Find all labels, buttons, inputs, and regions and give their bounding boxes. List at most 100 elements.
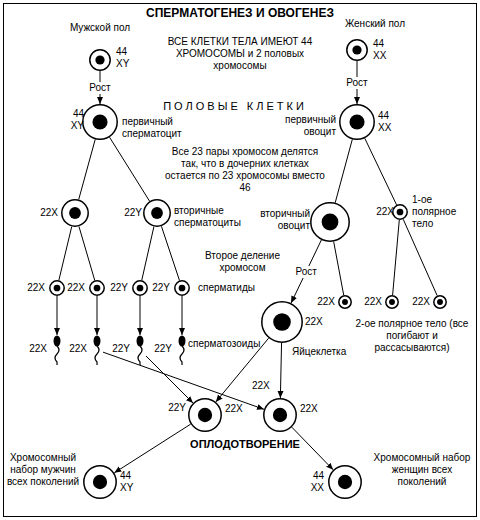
cell-membrane — [393, 205, 407, 219]
cell-outline — [89, 280, 105, 296]
cell-circle: 22Y — [174, 280, 190, 296]
cell-label: 22Y — [148, 343, 172, 355]
cell-label: Мужской пол — [60, 22, 140, 34]
cell-membrane — [347, 40, 367, 60]
connector-line — [393, 220, 400, 295]
connector-line — [280, 343, 281, 398]
cell-membrane — [144, 200, 170, 226]
cell-nucleus — [179, 285, 186, 292]
sperm-cell: 22X — [51, 335, 63, 365]
connector-line — [161, 226, 179, 280]
connector-line — [114, 424, 190, 473]
connector-line — [59, 227, 72, 281]
cell-label: Женский пол — [330, 18, 420, 30]
cell-label: 44 XY — [62, 108, 84, 132]
cell-membrane — [84, 466, 116, 498]
cell-outline — [188, 398, 222, 432]
cell-label: 22X — [36, 207, 58, 219]
cell-outline — [82, 104, 118, 140]
cell-circle: 22X — [433, 295, 447, 309]
cell-label: 44 XX — [378, 110, 402, 134]
cell-circle: 22XЯйцеклетка — [261, 301, 303, 343]
sperm-head — [179, 336, 186, 347]
cell-label: 22X — [63, 343, 87, 355]
sperm-cell: 22X — [91, 335, 103, 365]
connector-line — [57, 296, 58, 335]
note-label: Все 23 пары хромосом делятся так, что в … — [165, 146, 325, 194]
cell-nucleus — [322, 214, 339, 231]
cell-nucleus — [389, 299, 395, 305]
cell-label: 22X — [225, 403, 249, 415]
cell-label: 22X — [23, 343, 47, 355]
sperm-tail — [95, 346, 99, 365]
cell-circle: 22Yвторичные сперматоциты — [143, 199, 171, 227]
cell-outline — [310, 202, 350, 242]
cell-nucleus — [437, 299, 443, 305]
cell-label: 22X — [305, 316, 329, 328]
connector-line — [110, 137, 150, 201]
page-frame — [4, 4, 477, 517]
cell-outline — [174, 280, 190, 296]
cell-outline — [385, 295, 399, 309]
note-label: Второе деление хромосом — [195, 250, 290, 274]
cell-nucleus — [273, 408, 287, 422]
cell-outline — [49, 280, 65, 296]
sperm-outline — [51, 335, 63, 365]
cell-circle: 22X — [61, 199, 89, 227]
diagram-title: СПЕРМАТОГЕНЕЗ И ОВОГЕНЕЗ — [90, 6, 390, 20]
connector-line — [142, 227, 154, 281]
cell-membrane — [311, 203, 349, 241]
sperm-tail — [180, 346, 184, 365]
cell-membrane — [264, 399, 296, 431]
cell-circle: Хромосомный набор мужчин всех поколений4… — [83, 465, 117, 499]
cell-label: 22X — [300, 403, 324, 415]
edge-label: Рост — [87, 82, 112, 94]
sperm-head — [137, 336, 144, 347]
sperm-head — [94, 336, 101, 347]
sperm-outline — [91, 335, 103, 365]
cell-circle: 22X — [89, 280, 105, 296]
cell-outline — [263, 398, 297, 432]
note-label: ПОЛОВЫЕ КЛЕТКИ — [145, 100, 325, 113]
cell-label: 22X — [61, 282, 85, 294]
sperm-tail — [138, 346, 142, 365]
cell-circle: 22X — [49, 280, 65, 296]
cell-outline — [433, 295, 447, 309]
connector-line — [403, 219, 437, 295]
cell-circle: 22X — [338, 295, 352, 309]
cell-outline — [346, 39, 368, 61]
connector-line — [97, 296, 98, 335]
cell-label: 22X — [311, 296, 335, 308]
cell-label: первичный овоцит — [270, 114, 336, 138]
cell-label: 44 XX — [302, 470, 324, 494]
note-label: 2-ое полярное тело (все погибают и расса… — [352, 318, 472, 354]
cell-label: 22Y — [104, 282, 128, 294]
cell-label: 22X — [252, 380, 276, 392]
connector-line — [335, 139, 352, 202]
cell-circle: 22X22X — [263, 398, 297, 432]
cell-membrane — [83, 105, 117, 139]
cell-circle: первичный овоцит44 XX — [339, 104, 375, 140]
cell-nucleus — [349, 114, 364, 129]
sperm-head — [54, 336, 61, 347]
cell-membrane — [262, 302, 302, 342]
cell-outline — [339, 104, 375, 140]
cell-label: Хромосомный набор мужчин всех поколений — [6, 452, 80, 488]
cell-membrane — [50, 281, 64, 295]
cell-membrane — [339, 296, 351, 308]
cell-label: 22X — [358, 296, 382, 308]
cell-outline — [328, 465, 362, 499]
cell-outline — [392, 204, 408, 220]
cell-label: вторичные сперматоциты — [174, 205, 254, 229]
note-label: сперматиды — [198, 282, 268, 294]
cell-membrane — [90, 50, 110, 70]
connector-line — [182, 296, 183, 335]
cell-label: 44 XY — [116, 46, 140, 70]
cell-nucleus — [137, 285, 144, 292]
cell-label: 1-ое полярное тело — [412, 194, 472, 230]
cell-outline — [338, 295, 352, 309]
cell-circle: Мужской пол44 XY — [89, 49, 111, 71]
cell-membrane — [340, 105, 374, 139]
connector-line — [365, 138, 397, 205]
